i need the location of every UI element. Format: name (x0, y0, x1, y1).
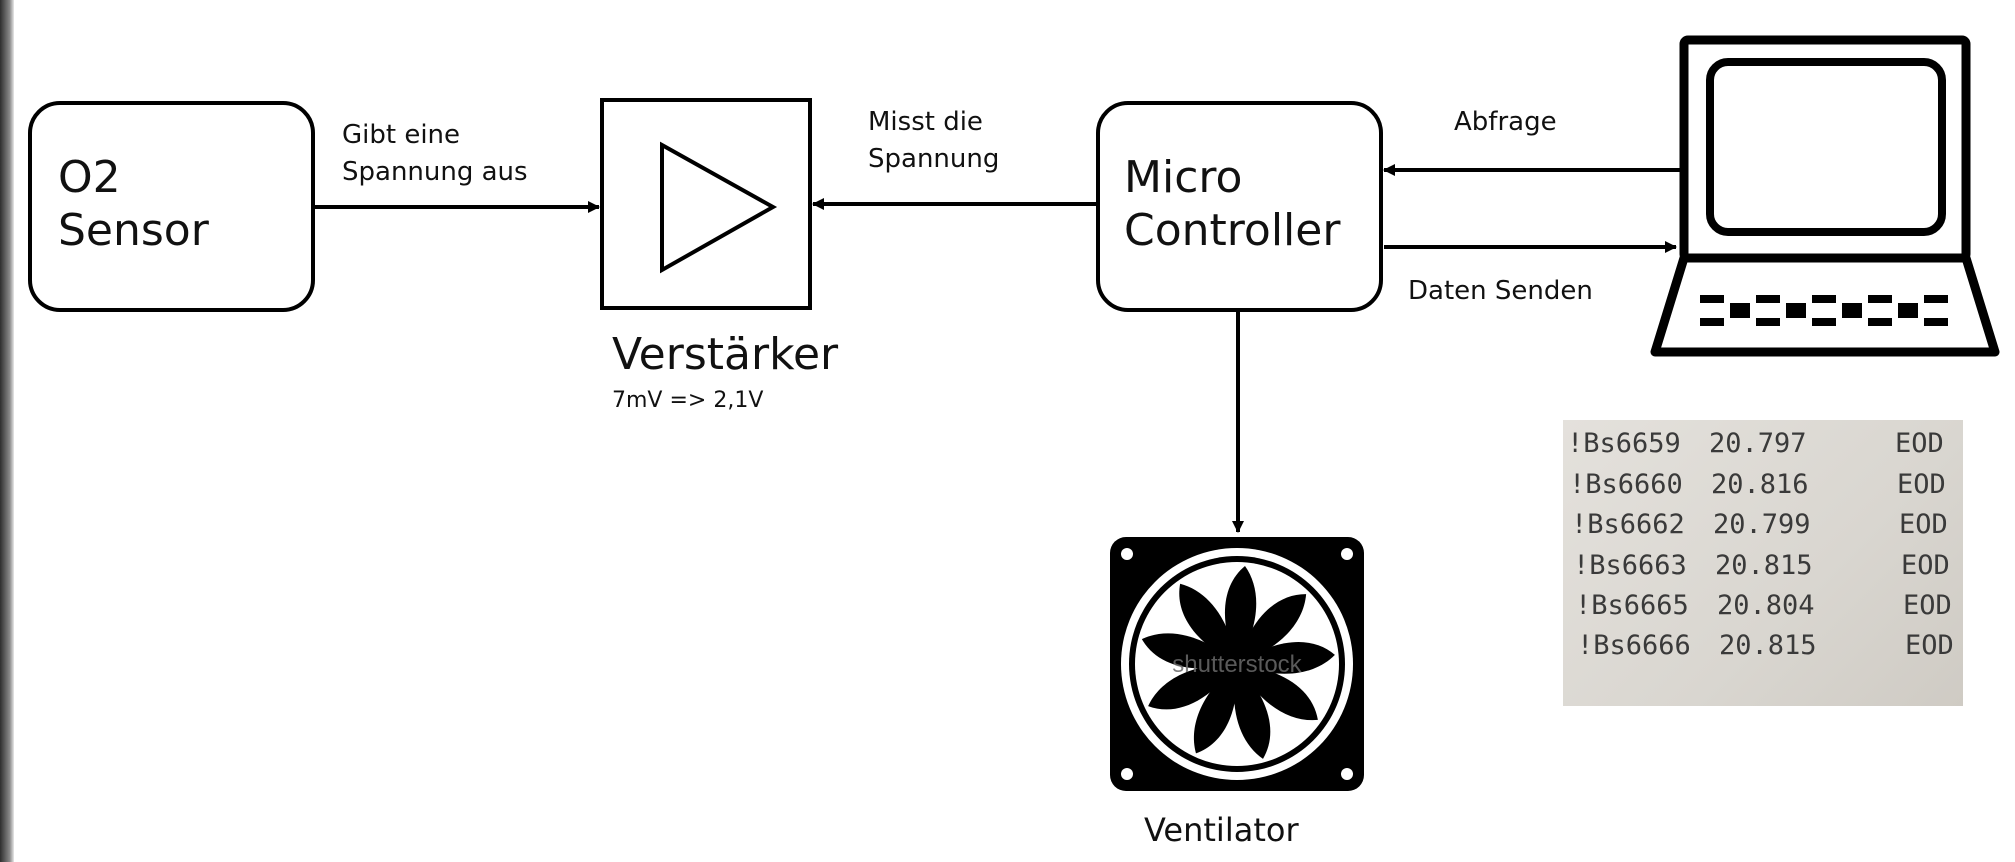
o2-sensor-label-line1: O2 (58, 152, 121, 203)
fan-watermark: shutterstock (1172, 651, 1302, 678)
readout-id: !Bs6666 (1577, 630, 1691, 661)
readout-id: !Bs6662 (1571, 509, 1685, 540)
readout-row: !Bs6660 20.816 EOD (1563, 469, 1963, 509)
readout-row: !Bs6665 20.804 EOD (1563, 590, 1963, 630)
amplifier-box (600, 98, 812, 310)
micro-controller-label-line2: Controller (1124, 205, 1341, 256)
readout-id: !Bs6659 (1567, 428, 1681, 459)
readout-value: 20.799 (1713, 509, 1811, 540)
readout-value: 20.797 (1709, 428, 1807, 459)
readout-end: EOD (1895, 428, 1944, 459)
readout-id: !Bs6660 (1569, 469, 1683, 500)
readout-end: EOD (1897, 469, 1946, 500)
edge-label-mc-to-amp-line2: Spannung (868, 144, 1000, 174)
computer-icon (1650, 35, 2000, 357)
readout-row: !Bs6666 20.815 EOD (1563, 630, 1963, 670)
micro-controller-label-line1: Micro (1124, 152, 1243, 203)
fan-label: Ventilator (1144, 811, 1299, 849)
amplifier-triangle-icon (660, 141, 778, 274)
amplifier-label: Verstärker (612, 329, 839, 380)
readout-value: 20.816 (1711, 469, 1809, 500)
edge-label-mc-to-amp-line1: Misst die (868, 107, 983, 137)
readout-row: !Bs6663 20.815 EOD (1563, 550, 1963, 590)
readout-end: EOD (1905, 630, 1954, 661)
amplifier-gain-label: 7mV => 2,1V (612, 388, 764, 413)
left-edge-shadow (0, 0, 14, 862)
readout-end: EOD (1903, 590, 1952, 621)
readout-end: EOD (1901, 550, 1950, 581)
readout-value: 20.815 (1719, 630, 1817, 661)
readout-row: !Bs6659 20.797 EOD (1563, 428, 1963, 468)
edge-label-abfrage: Abfrage (1454, 107, 1557, 137)
fan-icon: shutterstock (1110, 537, 1364, 791)
serial-readout-panel: !Bs6659 20.797 EOD !Bs6660 20.816 EOD !B… (1563, 420, 1963, 706)
o2-sensor-label-line2: Sensor (58, 205, 209, 256)
readout-value: 20.804 (1717, 590, 1815, 621)
readout-row: !Bs6662 20.799 EOD (1563, 509, 1963, 549)
readout-id: !Bs6663 (1573, 550, 1687, 581)
readout-value: 20.815 (1715, 550, 1813, 581)
edge-label-sensor-to-amp-line1: Gibt eine (342, 120, 461, 150)
readout-end: EOD (1899, 509, 1948, 540)
edge-label-sensor-to-amp-line2: Spannung aus (342, 157, 528, 187)
edge-label-daten-senden: Daten Senden (1408, 276, 1593, 306)
readout-id: !Bs6665 (1575, 590, 1689, 621)
